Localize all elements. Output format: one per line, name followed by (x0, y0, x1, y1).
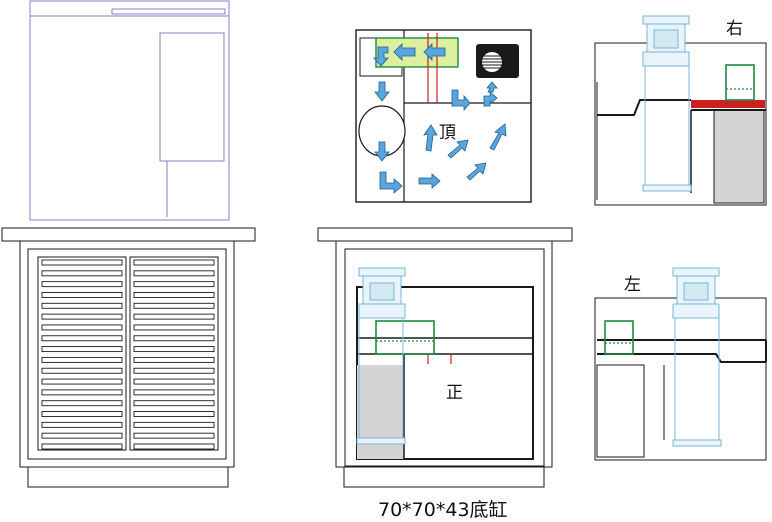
right-view-label: 右 (726, 19, 743, 39)
louver-slat (133, 302, 215, 309)
louver-slat (41, 324, 123, 331)
louver-slat (133, 411, 215, 417)
louver-slat (41, 378, 123, 385)
louver-slat (41, 432, 123, 439)
front-view: 正 (317, 227, 573, 488)
top-view: 頂 (355, 29, 532, 203)
louver-slat (41, 270, 123, 277)
louver-slat (41, 411, 123, 417)
louver-slat (41, 356, 123, 363)
louver-slat (41, 313, 123, 320)
louver-slat (133, 389, 215, 396)
louver-slat (133, 335, 215, 342)
louver-slat (41, 281, 123, 288)
louvered-cabinet (19, 240, 235, 488)
louver-slat (41, 443, 123, 450)
louver-slat (133, 324, 215, 331)
louver-slat (133, 270, 215, 277)
louver-slat (41, 346, 123, 353)
louver-slat (41, 400, 123, 407)
flow-arrows (373, 43, 507, 194)
louver-slat (133, 432, 215, 439)
louver-slat (133, 443, 215, 450)
pump-top (476, 44, 519, 78)
louver-slat (133, 346, 215, 353)
cabinet-top-slab (1, 227, 256, 242)
top-view-label: 頂 (439, 123, 456, 143)
skimmer-front (356, 267, 406, 445)
louver-slat (133, 400, 215, 407)
upper-tank-blueprint (29, 0, 230, 221)
louver-slat (133, 292, 215, 298)
louver-slat (41, 259, 123, 266)
louver-slat (133, 313, 215, 320)
louver-slat (133, 378, 215, 385)
left-view-label: 左 (624, 275, 641, 295)
louver-slat (133, 259, 215, 266)
louver-slat (133, 356, 215, 363)
skimmer-right (642, 15, 692, 192)
front-view-label: 正 (446, 383, 463, 403)
louver-slat (133, 367, 215, 374)
left-view: 左 (594, 267, 767, 461)
louver-slat (41, 335, 123, 342)
louver-slat (41, 292, 123, 298)
louver-slat (133, 421, 215, 428)
louver-slat (41, 302, 123, 309)
louver-slat (41, 421, 123, 428)
dimension-caption: 70*70*43底缸 (378, 499, 508, 521)
right-view: 右 (594, 15, 767, 206)
louver-slat (133, 281, 215, 288)
louver-slat (41, 367, 123, 374)
louver-slats (41, 259, 215, 450)
skimmer-left (672, 267, 722, 447)
louver-slat (41, 389, 123, 396)
